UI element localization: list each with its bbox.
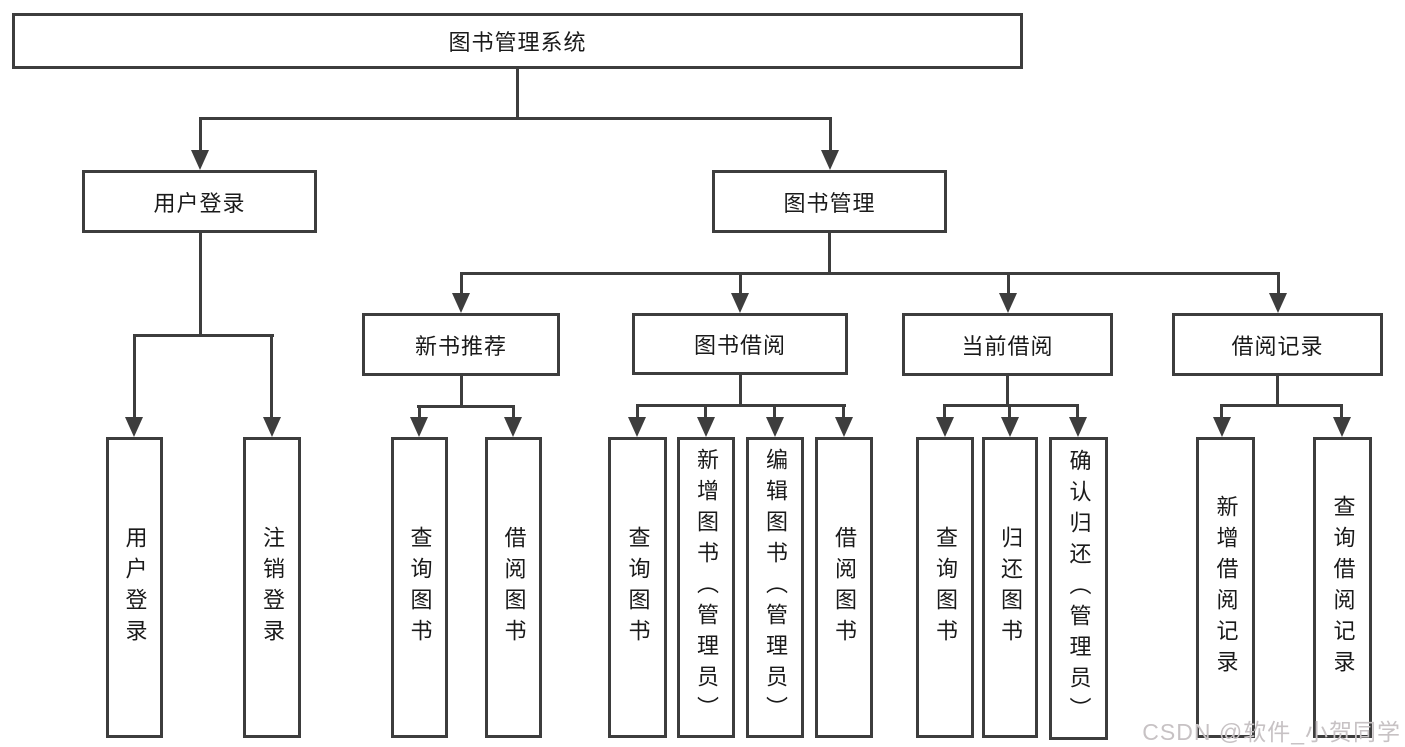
connector-line xyxy=(1008,404,1011,420)
connector-line xyxy=(133,334,274,337)
connector-line xyxy=(828,233,831,274)
node-confirm-return-admin: 确认归还（管理员） xyxy=(1049,437,1108,740)
arrowhead-down-icon xyxy=(125,417,143,437)
connector-line xyxy=(1006,376,1009,406)
connector-line xyxy=(516,68,519,118)
arrowhead-down-icon xyxy=(766,417,784,437)
arrowhead-down-icon xyxy=(504,417,522,437)
node-add-books-admin-label: 新增图书（管理员） xyxy=(694,448,719,727)
arrowhead-down-icon xyxy=(697,417,715,437)
node-user-login: 用户登录 xyxy=(82,170,317,233)
arrowhead-down-icon xyxy=(263,417,281,437)
node-logout-label: 注销登录 xyxy=(260,525,285,650)
node-borrow-record-label: 借阅记录 xyxy=(1231,333,1324,359)
connector-line xyxy=(1220,404,1223,420)
arrowhead-down-icon xyxy=(731,293,749,313)
connector-line xyxy=(842,404,845,420)
connector-line xyxy=(1276,376,1279,406)
arrowhead-down-icon xyxy=(1333,417,1351,437)
node-user-login-action-label: 用户登录 xyxy=(122,525,148,650)
connector-line xyxy=(418,405,421,420)
connector-line xyxy=(199,117,832,120)
node-current-borrow-label: 当前借阅 xyxy=(961,333,1054,359)
node-query-books-borrow-label: 查询图书 xyxy=(625,525,651,650)
node-edit-books-admin: 编辑图书（管理员） xyxy=(746,437,804,738)
arrowhead-down-icon xyxy=(628,417,646,437)
arrowhead-down-icon xyxy=(821,150,839,170)
node-return-books: 归还图书 xyxy=(982,437,1038,738)
arrowhead-down-icon xyxy=(191,150,209,170)
arrowhead-down-icon xyxy=(452,293,470,313)
connector-line xyxy=(773,404,776,420)
connector-line xyxy=(460,272,1280,275)
connector-line xyxy=(460,272,463,295)
connector-line xyxy=(739,375,742,406)
node-add-borrow-record: 新增借阅记录 xyxy=(1196,437,1255,738)
connector-line xyxy=(739,272,742,295)
connector-line xyxy=(1277,272,1280,295)
node-user-login-action: 用户登录 xyxy=(106,437,163,738)
node-return-books-label: 归还图书 xyxy=(998,525,1023,650)
connector-line xyxy=(1221,404,1343,407)
node-new-book-recommend: 新书推荐 xyxy=(362,313,560,376)
node-query-books-recommend-label: 查询图书 xyxy=(407,525,433,650)
node-query-books-borrow: 查询图书 xyxy=(608,437,667,738)
node-logout: 注销登录 xyxy=(243,437,301,738)
connector-line xyxy=(636,404,846,407)
connector-line xyxy=(943,404,946,420)
connector-line xyxy=(199,117,202,154)
connector-line xyxy=(943,404,1079,407)
connector-line xyxy=(270,334,273,420)
node-query-books-current-label: 查询图书 xyxy=(933,525,958,650)
arrowhead-down-icon xyxy=(835,417,853,437)
arrowhead-down-icon xyxy=(1001,417,1019,437)
node-add-borrow-record-label: 新增借阅记录 xyxy=(1213,494,1239,681)
node-root-label: 图书管理系统 xyxy=(448,30,587,55)
arrowhead-down-icon xyxy=(1213,417,1231,437)
node-query-borrow-record: 查询借阅记录 xyxy=(1313,437,1372,738)
connector-line xyxy=(1076,404,1079,420)
connector-line xyxy=(133,334,136,420)
arrowhead-down-icon xyxy=(1069,417,1087,437)
node-book-management: 图书管理 xyxy=(712,170,947,233)
node-new-book-recommend-label: 新书推荐 xyxy=(414,333,507,359)
node-query-books-current: 查询图书 xyxy=(916,437,974,738)
node-book-borrow: 图书借阅 xyxy=(632,313,848,375)
connector-line xyxy=(704,404,707,420)
connector-line xyxy=(1007,272,1010,295)
node-edit-books-admin-label: 编辑图书（管理员） xyxy=(763,448,788,727)
connector-line xyxy=(636,404,639,420)
node-borrow-books-recommend: 借阅图书 xyxy=(485,437,542,738)
arrowhead-down-icon xyxy=(410,417,428,437)
node-book-borrow-label: 图书借阅 xyxy=(693,333,786,358)
node-root: 图书管理系统 xyxy=(12,13,1023,69)
arrowhead-down-icon xyxy=(936,417,954,437)
node-query-borrow-record-label: 查询借阅记录 xyxy=(1330,494,1356,681)
arrowhead-down-icon xyxy=(999,293,1017,313)
node-borrow-books-recommend-label: 借阅图书 xyxy=(501,525,527,650)
node-book-management-label: 图书管理 xyxy=(783,190,876,216)
arrowhead-down-icon xyxy=(1269,293,1287,313)
node-add-books-admin: 新增图书（管理员） xyxy=(677,437,735,738)
node-current-borrow: 当前借阅 xyxy=(902,313,1113,376)
node-borrow-books-action-label: 借阅图书 xyxy=(832,525,857,650)
connector-line xyxy=(829,117,832,154)
node-confirm-return-admin-label: 确认归还（管理员） xyxy=(1066,449,1092,728)
node-query-books-recommend: 查询图书 xyxy=(391,437,448,738)
connector-line xyxy=(460,376,463,407)
connector-line xyxy=(512,405,515,420)
node-borrow-record: 借阅记录 xyxy=(1172,313,1383,376)
connector-line xyxy=(199,233,202,336)
connector-line xyxy=(417,405,515,408)
node-user-login-label: 用户登录 xyxy=(153,190,246,216)
connector-line xyxy=(1340,404,1343,420)
node-borrow-books-action: 借阅图书 xyxy=(815,437,873,738)
csdn-watermark: CSDN @软件_小贺同学 xyxy=(1142,719,1401,745)
